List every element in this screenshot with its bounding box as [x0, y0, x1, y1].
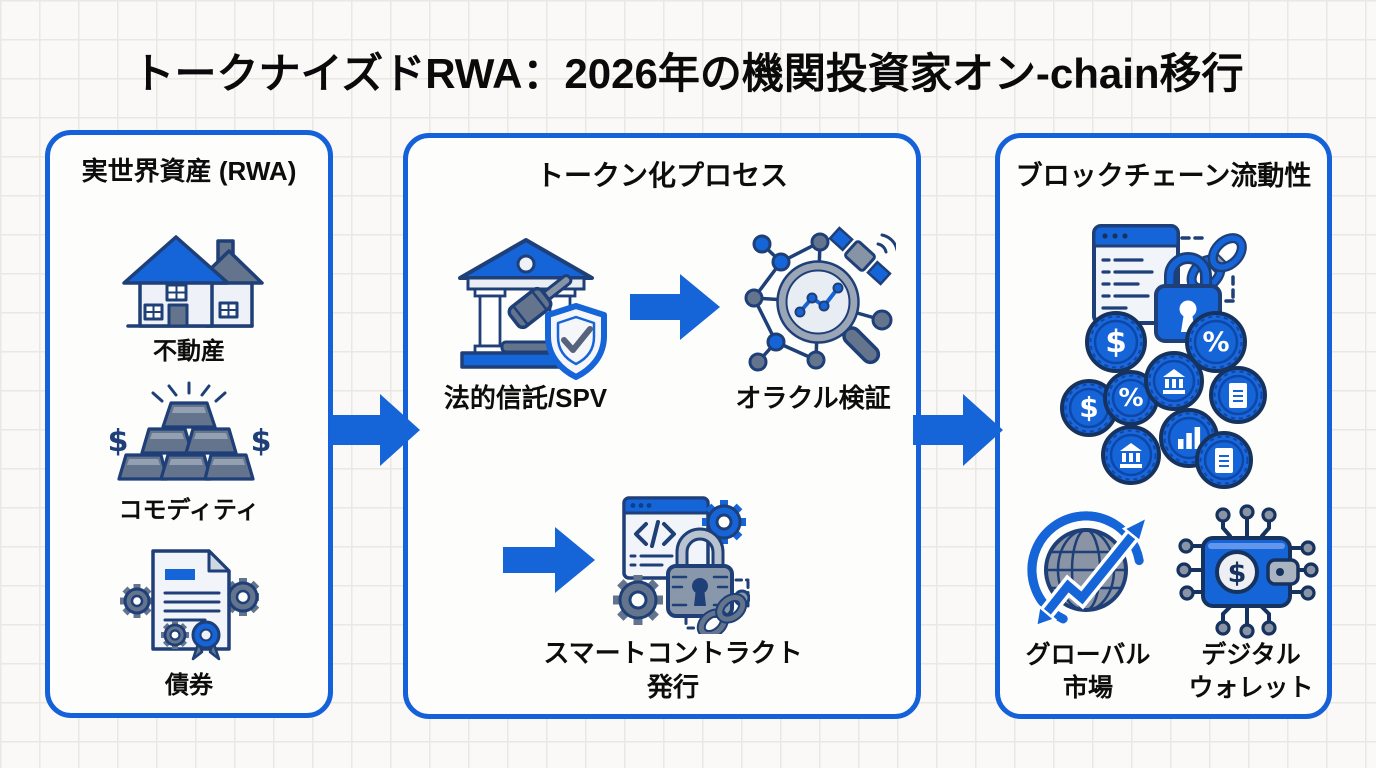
svg-text:$: $	[1228, 558, 1247, 589]
svg-text:%: %	[1202, 327, 1229, 358]
label-global-line2: 市場	[1062, 674, 1113, 702]
page-title: トークナイズドRWA：2026年の機関投資家オン-chain移行	[132, 50, 1244, 97]
arrow-right-icon	[913, 394, 1003, 466]
label-digital-wallet: デジタルウォレット	[1168, 639, 1334, 705]
svg-text:$: $	[1105, 324, 1127, 360]
svg-text:%: %	[1118, 383, 1143, 412]
label-global-line1: グローバル	[1025, 641, 1151, 669]
legal-trust-icon	[458, 238, 607, 380]
smart-contract-icon	[613, 496, 750, 634]
panel-real-world-assets: 実世界資産 (RWA) 不動産	[45, 130, 333, 718]
blockchain-tokens-icon: $ % $ %	[1060, 224, 1267, 489]
label-global-market: グローバル市場	[1002, 639, 1174, 705]
label-commodities: コモディティ	[118, 497, 260, 524]
label-bonds: 債券	[165, 672, 213, 699]
label-smart-contract-line1: スマートコントラクト	[543, 638, 803, 668]
panel-rwa-title: 実世界資産 (RWA)	[81, 156, 297, 186]
label-oracle-verification: オラクル検証	[735, 383, 891, 413]
gold-bars-icon: $ $	[108, 381, 272, 481]
global-market-icon	[1027, 511, 1150, 628]
svg-text:$: $	[108, 424, 129, 459]
panel-tokenization-process: トークン化プロセス 法的信託/SPV	[403, 133, 921, 719]
label-legal-trust: 法的信託/SPV	[443, 383, 608, 413]
label-smart-contract-issuance: スマートコントラクト発行	[483, 636, 863, 704]
label-wallet-line1: デジタル	[1201, 641, 1301, 669]
label-smart-contract-line2: 発行	[646, 672, 699, 702]
arrow-right-icon	[630, 274, 720, 340]
arrow-right-icon	[503, 527, 595, 593]
label-wallet-line2: ウォレット	[1188, 674, 1314, 702]
panel-blockchain-liquidity: ブロックチェーン流動性 $ % $	[995, 133, 1332, 719]
digital-wallet-icon: $	[1176, 504, 1319, 639]
panel-liquidity-title: ブロックチェーン流動性	[1015, 161, 1312, 191]
label-real-estate: 不動産	[153, 338, 225, 365]
svg-text:$: $	[1079, 391, 1098, 424]
bond-certificate-icon	[120, 549, 259, 661]
panel-process-title: トークン化プロセス	[535, 160, 788, 191]
oracle-verification-icon	[744, 226, 896, 372]
house-icon	[122, 235, 264, 328]
arrow-right-icon	[330, 394, 420, 466]
svg-text:$: $	[251, 424, 272, 459]
